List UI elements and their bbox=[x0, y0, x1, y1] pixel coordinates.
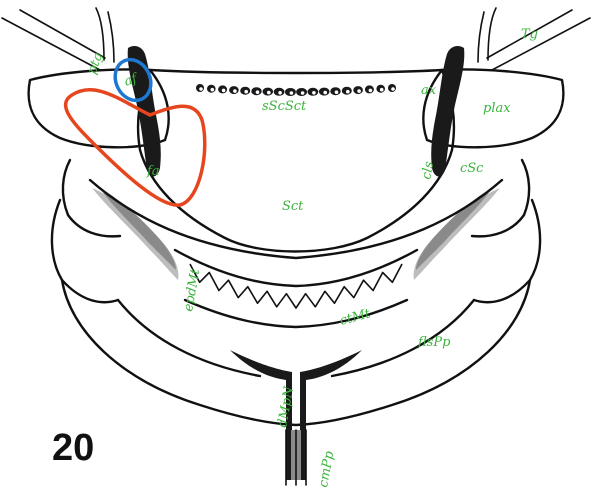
pit-highlight bbox=[312, 91, 316, 95]
pit-highlight bbox=[301, 91, 305, 95]
scutum-outline bbox=[138, 70, 454, 252]
suprascutellar-pits bbox=[196, 84, 396, 96]
pit-highlight bbox=[211, 88, 215, 92]
pit-highlight bbox=[199, 87, 203, 91]
pit-highlight bbox=[357, 89, 361, 93]
label-sScSct: sScSct bbox=[262, 99, 307, 114]
right-anterior-fossa bbox=[431, 46, 464, 177]
label-flsPp: flsPp bbox=[417, 335, 451, 350]
label-Tg: Tg bbox=[521, 27, 538, 42]
label-fa: fa bbox=[146, 164, 160, 179]
pit-highlight bbox=[369, 89, 373, 93]
pit-highlight bbox=[380, 88, 384, 92]
label-cSc: cSc bbox=[460, 161, 484, 176]
label-ptg: ptg bbox=[85, 51, 107, 77]
pit-highlight bbox=[256, 90, 260, 94]
label-ax: ax bbox=[421, 83, 437, 98]
label-ctMt: ctMt bbox=[338, 306, 373, 329]
pit-highlight bbox=[244, 90, 248, 94]
outer-phragma-curves bbox=[62, 280, 530, 425]
figure-number: 20 bbox=[52, 427, 94, 469]
pit-highlight bbox=[222, 89, 226, 93]
pit-highlight bbox=[290, 91, 294, 95]
label-cls: cls bbox=[419, 160, 437, 181]
label-dMpN: dMpN bbox=[275, 385, 297, 429]
pit-highlight bbox=[233, 89, 237, 93]
pit-highlight bbox=[335, 90, 339, 94]
label-plax: plax bbox=[483, 101, 511, 116]
pit-highlight bbox=[391, 87, 395, 91]
pit-highlight bbox=[346, 90, 350, 94]
scutum-anterior-border bbox=[150, 70, 442, 73]
pit-highlight bbox=[267, 91, 271, 95]
label-Sct: Sct bbox=[282, 199, 304, 214]
pit-highlight bbox=[323, 91, 327, 95]
right-epimeral-band bbox=[414, 188, 500, 280]
pit-highlight bbox=[278, 91, 282, 95]
label-cmPp: cmPp bbox=[316, 449, 337, 488]
